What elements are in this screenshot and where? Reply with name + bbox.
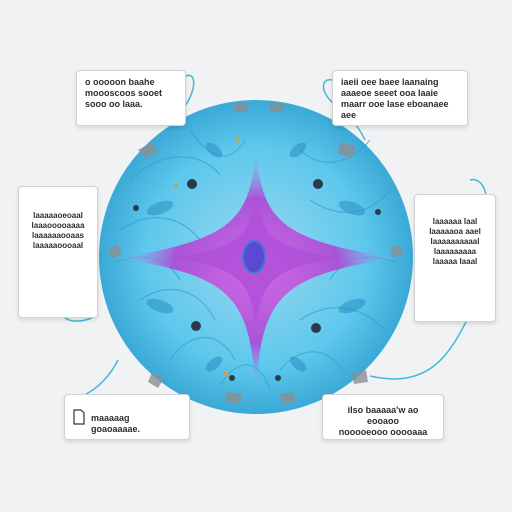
- document-icon: [73, 409, 85, 425]
- callout-top-right-text: iaeii oee baee laanaing aaaeoe seeet ooa…: [341, 77, 449, 120]
- callout-top-left-text: o ooooon baahe moooscoos sooet sooo oo l…: [85, 77, 163, 109]
- center-eye: [242, 240, 266, 274]
- callout-top-right: iaeii oee baee laanaing aaaeoe seeet ooa…: [332, 70, 468, 126]
- callout-right: laaaaaa laal laaaaaoa aael laaaaaaaaaal …: [414, 194, 496, 322]
- disc-gold-dots: [174, 137, 241, 377]
- callout-bottom-left-text: maaaaag goaoaaaae.: [91, 413, 141, 434]
- disc-leaves: [146, 142, 366, 372]
- callout-bottom-right: ilso baaaaa'w ao eooaoo nooooeooo ooooaa…: [322, 394, 444, 440]
- disc-dots: [133, 179, 381, 381]
- callout-left: laaaaaoeoaal laaaooooaaaa laaaaaaooaas l…: [18, 186, 98, 318]
- disc-gray-patches: [108, 104, 404, 404]
- callout-right-text: laaaaaa laal laaaaaoa aael laaaaaaaaaal …: [429, 217, 481, 266]
- callout-bottom-right-text: ilso baaaaa'w ao eooaoo nooooeooo ooooaa…: [338, 405, 428, 437]
- callout-left-text: laaaaaoeoaal laaaooooaaaa laaaaaaooaas l…: [31, 211, 85, 250]
- callout-bottom-left: maaaaag goaoaaaae.: [64, 394, 190, 440]
- callout-top-left: o ooooon baahe moooscoos sooet sooo oo l…: [76, 70, 186, 126]
